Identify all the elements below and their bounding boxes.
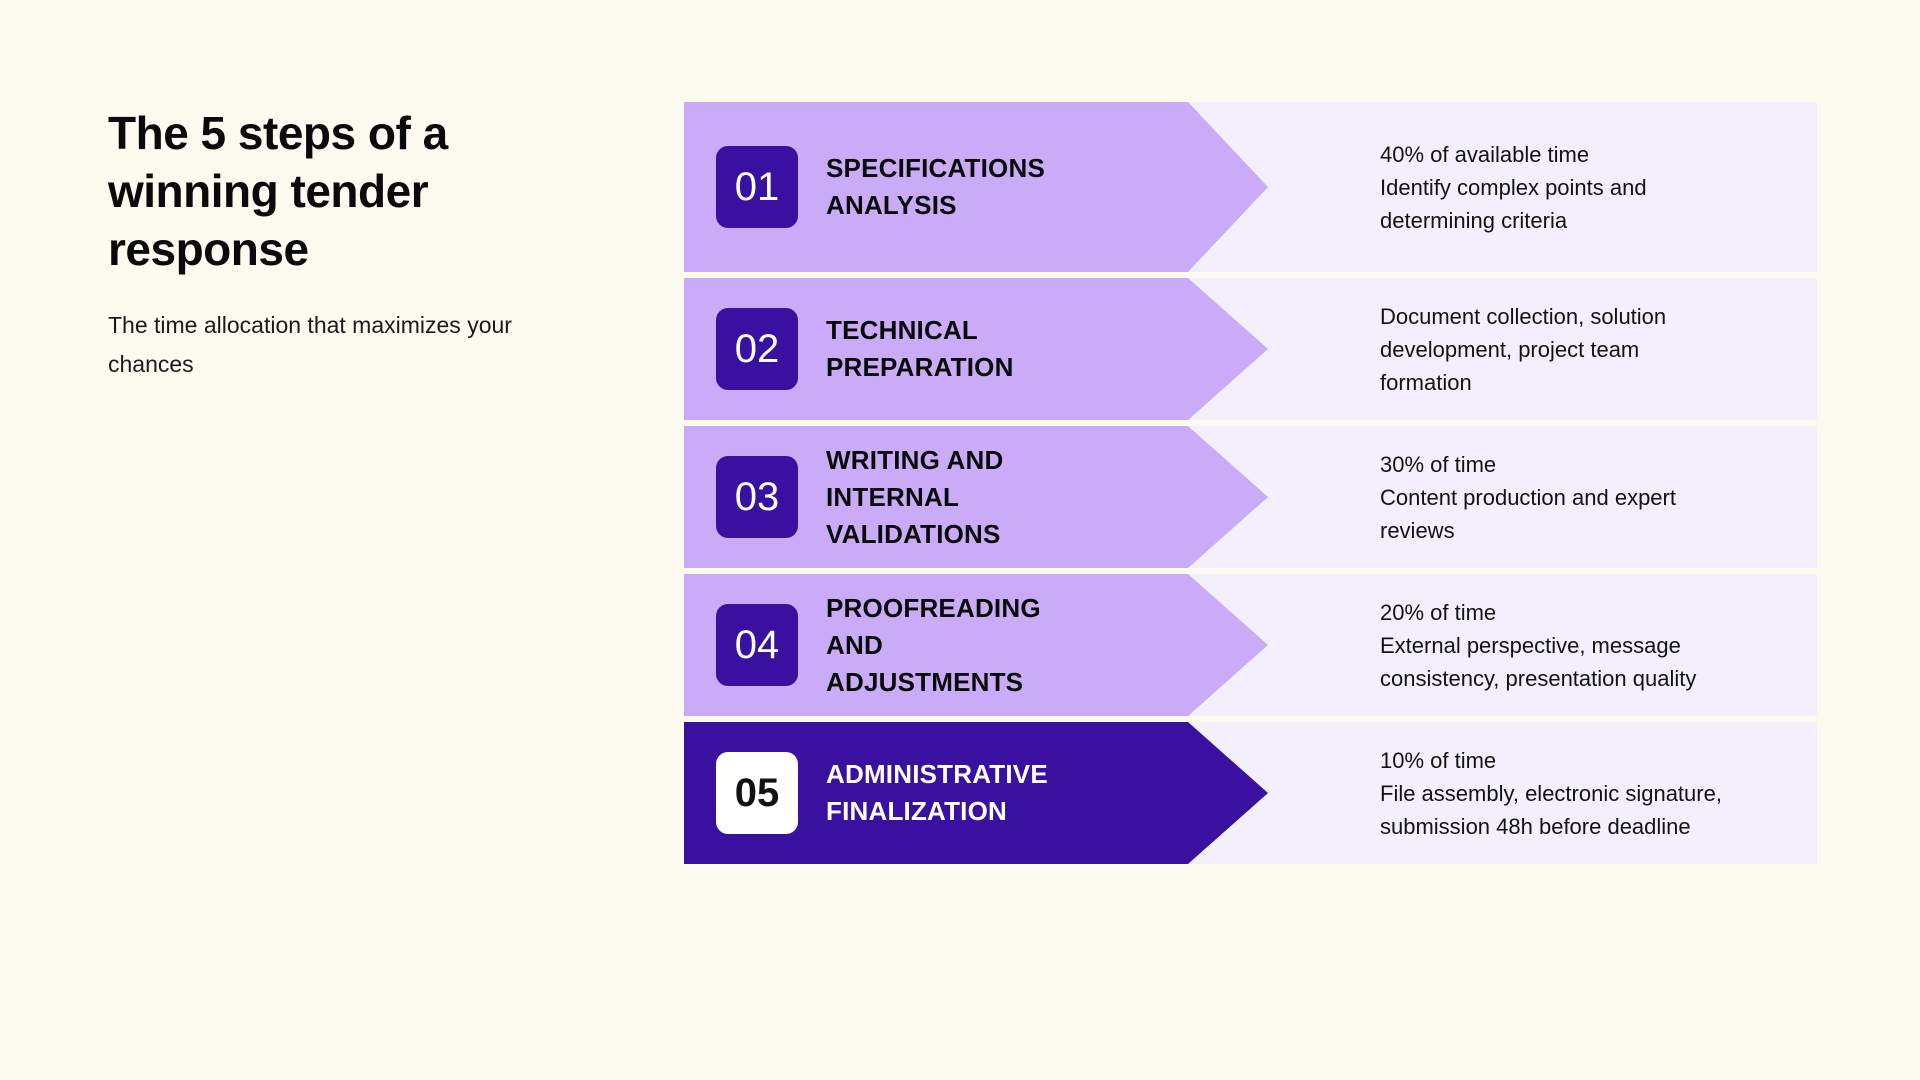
step-title: WRITING AND INTERNAL VALIDATIONS [826,444,1004,549]
step-description-line: 30% of time [1380,451,1497,477]
step-row[interactable]: 01 SPECIFICATIONS ANALYSIS 40% of availa… [684,102,1817,272]
step-description: 30% of time Content production and exper… [1268,426,1817,568]
step-title: TECHNICAL PREPARATION [826,315,1014,382]
step-arrow-shape: 04 PROOFREADING AND ADJUSTMENTS [684,574,1268,716]
step-description-line: reviews [1380,517,1455,543]
step-title: SPECIFICATIONS ANALYSIS [826,153,1046,220]
step-row[interactable]: 02 TECHNICAL PREPARATION Document collec… [684,278,1817,420]
steps-list: 01 SPECIFICATIONS ANALYSIS 40% of availa… [684,102,1817,864]
step-title: PROOFREADING AND ADJUSTMENTS [826,592,1041,697]
step-description-line: development, project team [1380,336,1640,362]
step-description-line: Content production and expert [1380,484,1676,510]
step-title: ADMINISTRATIVE FINALIZATION [826,759,1048,826]
step-number-badge: 03 [716,456,798,538]
step-description-line: File assembly, electronic signature, [1380,780,1722,806]
step-description-line: Document collection, solution [1380,303,1667,329]
step-description-line: formation [1380,369,1472,395]
page-title: The 5 steps of a winning tender response [108,107,448,275]
step-row[interactable]: 05 ADMINISTRATIVE FINALIZATION 10% of ti… [684,722,1817,864]
step-description-line: External perspective, message [1380,632,1681,658]
step-arrow-shape: 05 ADMINISTRATIVE FINALIZATION [684,722,1268,864]
step-description-line: 10% of time [1380,747,1497,773]
step-description: Document collection, solution developmen… [1268,278,1817,420]
step-description-line: Identify complex points and [1380,174,1647,200]
step-number-badge: 05 [716,752,798,834]
step-description: 40% of available time Identify complex p… [1268,102,1817,272]
step-description-line: submission 48h before deadline [1380,813,1691,839]
step-arrow-shape: 01 SPECIFICATIONS ANALYSIS [684,102,1268,272]
step-description-line: 40% of available time [1380,141,1590,167]
step-description: 10% of time File assembly, electronic si… [1268,722,1817,864]
step-description-line: determining criteria [1380,207,1568,233]
step-arrow-shape: 03 WRITING AND INTERNAL VALIDATIONS [684,426,1268,568]
step-description: 20% of time External perspective, messag… [1268,574,1817,716]
step-number-badge: 01 [716,146,798,228]
step-row[interactable]: 03 WRITING AND INTERNAL VALIDATIONS 30% … [684,426,1817,568]
page-subtitle: The time allocation that maximizes your … [108,312,512,377]
intro-column: The 5 steps of a winning tender response… [108,104,608,384]
step-row[interactable]: 04 PROOFREADING AND ADJUSTMENTS 20% of t… [684,574,1817,716]
step-number-badge: 04 [716,604,798,686]
step-arrow-shape: 02 TECHNICAL PREPARATION [684,278,1268,420]
step-description-line: 20% of time [1380,599,1497,625]
step-description-line: consistency, presentation quality [1380,665,1697,691]
step-number-badge: 02 [716,308,798,390]
